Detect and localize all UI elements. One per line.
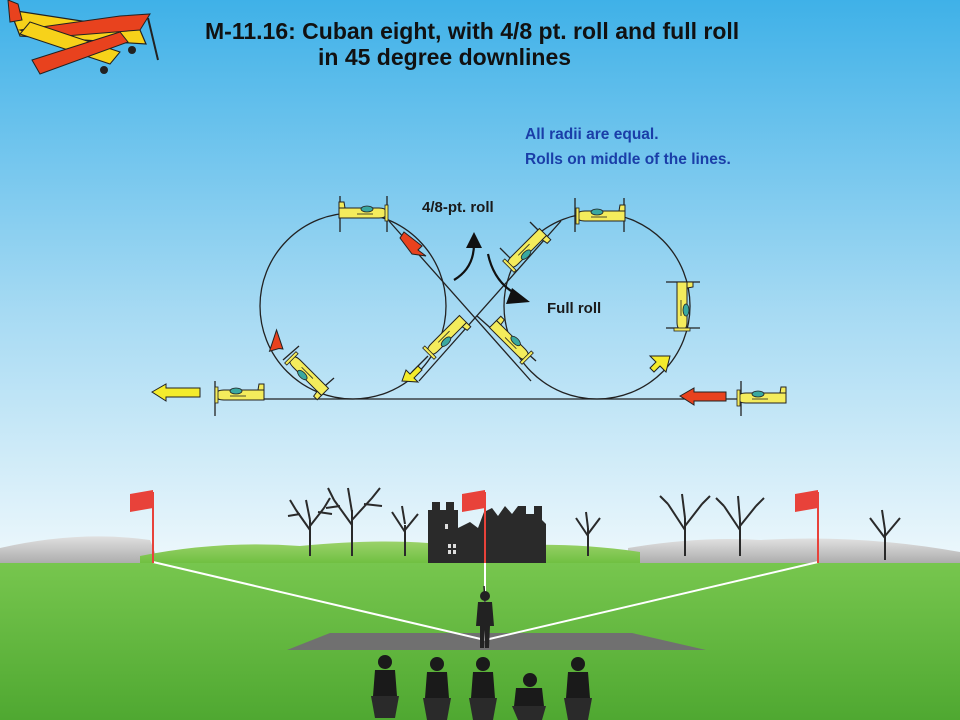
tree-icon [287, 487, 901, 560]
flag-icon [130, 490, 819, 563]
note-rolls: Rolls on middle of the lines. [525, 151, 731, 168]
title-line-2: in 45 degree downlines [318, 44, 572, 70]
aerobatic-plane-logo [7, 0, 159, 75]
label-4-8-point-roll: 4/8-pt. roll [422, 199, 494, 216]
castle-icon [428, 502, 546, 563]
title-line-1: M-11.16: Cuban eight, with 4/8 pt. roll … [205, 18, 740, 44]
judge-icon [371, 655, 592, 720]
note-radii: All radii are equal. [525, 126, 659, 143]
pilot-icon [476, 585, 494, 648]
label-full-roll: Full roll [547, 300, 602, 317]
direction-arrows [151, 231, 727, 406]
